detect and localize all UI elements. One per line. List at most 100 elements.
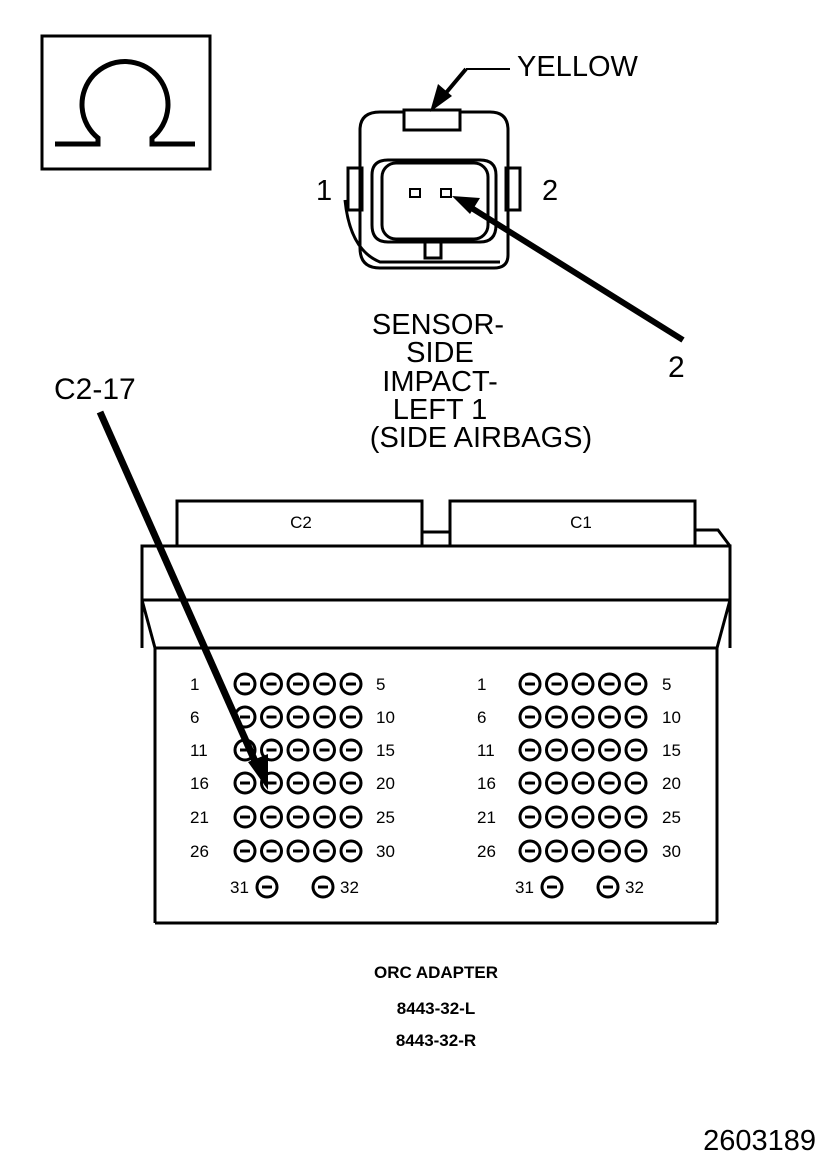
c2-row-left-number: 1 [190, 675, 199, 694]
c1-pin [598, 839, 621, 863]
c1-pin [571, 705, 595, 729]
sensor-title-line-5: (SIDE AIRBAGS) [370, 422, 592, 454]
c2-row-right-number: 5 [376, 675, 385, 694]
adapter-caption-line-1: ORC ADAPTER [374, 963, 498, 982]
c2-row-right-number: 15 [376, 741, 395, 760]
c1-pin [518, 738, 542, 762]
c1-pin [545, 805, 568, 829]
adapter-callout-arrow [96, 410, 268, 790]
c1-row-right-number: 10 [662, 708, 681, 727]
c2-pin [260, 771, 283, 795]
c1-pin [624, 771, 648, 795]
c1-pin [571, 672, 595, 696]
sensor-title-line-2: SIDE [406, 337, 474, 369]
c2-row-right-number: 30 [376, 842, 395, 861]
c1-pin [598, 805, 621, 829]
c2-row-left-number: 21 [190, 808, 209, 827]
c2-pin [286, 738, 310, 762]
c1-pin-32-number: 32 [625, 878, 644, 897]
c1-pin [518, 839, 542, 863]
c2-pin [260, 839, 283, 863]
figure-number: 2603189 [703, 1125, 816, 1157]
c2-pin [260, 738, 283, 762]
c2-row-left-number: 6 [190, 708, 199, 727]
c2-pin [339, 738, 363, 762]
c2-row-left-number: 11 [190, 741, 208, 760]
c2-pin [339, 805, 363, 829]
c2-row-left-number: 26 [190, 842, 209, 861]
c1-pin [624, 805, 648, 829]
adapter-caption-line-2: 8443-32-L [397, 999, 475, 1018]
c1-pin [598, 771, 621, 795]
c2-pin [313, 771, 336, 795]
c2-pin [233, 672, 257, 696]
c1-row-left-number: 16 [477, 774, 496, 793]
connector-c1-label: C1 [570, 513, 592, 532]
c1-pin [571, 771, 595, 795]
orc-adapter-body [140, 499, 732, 925]
c2-pin [313, 672, 336, 696]
c1-row-right-number: 25 [662, 808, 681, 827]
c2-pin [260, 705, 283, 729]
c2-pin [339, 672, 363, 696]
c1-row-left-number: 21 [477, 808, 496, 827]
c1-pin [598, 672, 621, 696]
c1-pin [571, 738, 595, 762]
c2-row-right-number: 25 [376, 808, 395, 827]
c1-row-left-number: 1 [477, 675, 486, 694]
sensor-title-line-4: LEFT 1 [393, 394, 488, 426]
adapter-callout-label: C2-17 [54, 373, 136, 406]
c1-pin-31-number: 31 [515, 878, 534, 897]
c2-pin [313, 738, 336, 762]
sensor-title-line-3: IMPACT- [382, 366, 497, 398]
c1-pin [518, 771, 542, 795]
c1-pin [518, 805, 542, 829]
c1-pin [624, 738, 648, 762]
c1-pin [545, 705, 568, 729]
c2-pin [233, 839, 257, 863]
wire-color-label: YELLOW [517, 51, 638, 83]
c1-pin [571, 839, 595, 863]
ohm-icon [55, 59, 195, 147]
c1-pin [518, 672, 542, 696]
c1-pin [598, 705, 621, 729]
c1-pin [545, 738, 568, 762]
c1-row-right-number: 5 [662, 675, 671, 694]
connector-c2-label: C2 [290, 513, 312, 532]
sensor-pin-1-label: 1 [316, 175, 332, 207]
adapter-caption-line-3: 8443-32-R [396, 1031, 476, 1050]
c2-row-right-number: 10 [376, 708, 395, 727]
c2-pin [233, 771, 257, 795]
c1-pin [596, 875, 620, 899]
sensor-connector [343, 108, 522, 270]
c2-pin [311, 875, 335, 899]
c1-pin [545, 672, 568, 696]
c2-pin [286, 839, 310, 863]
c1-row-left-number: 26 [477, 842, 496, 861]
c2-pin [339, 771, 363, 795]
c2-pin [313, 805, 336, 829]
c2-pin [286, 771, 310, 795]
c2-row-left-number: 16 [190, 774, 209, 793]
c2-pin [313, 705, 336, 729]
c1-pin [624, 839, 648, 863]
c1-pin [624, 672, 648, 696]
c2-pin [233, 805, 257, 829]
c2-pin [255, 875, 279, 899]
c1-pin [571, 805, 595, 829]
c2-pin [339, 705, 363, 729]
c2-pin [260, 672, 283, 696]
c2-pin [313, 839, 336, 863]
c1-pin [518, 705, 542, 729]
pin-callout-label: 2 [668, 351, 685, 384]
sensor-pin-2-label: 2 [542, 175, 558, 207]
c1-row-right-number: 15 [662, 741, 681, 760]
c2-pin [286, 705, 310, 729]
c1-row-right-number: 20 [662, 774, 681, 793]
c2-pin [286, 805, 310, 829]
pin-2-callout-arrow [452, 196, 685, 343]
c1-pin [545, 771, 568, 795]
c1-row-right-number: 30 [662, 842, 681, 861]
